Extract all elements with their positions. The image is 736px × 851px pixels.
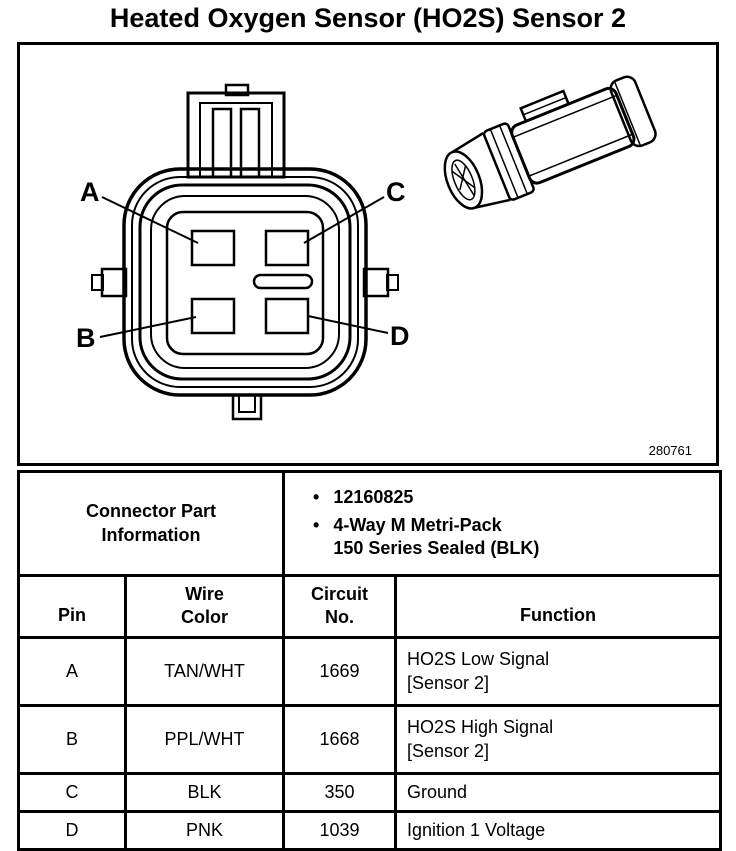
header-pin: Pin bbox=[17, 573, 127, 639]
connector-top-tower bbox=[186, 83, 286, 179]
part-number-text: 12160825 bbox=[333, 486, 414, 507]
pin-cell: D bbox=[17, 809, 127, 851]
pin-label-a: A bbox=[80, 177, 100, 207]
pin-cell: A bbox=[17, 635, 127, 707]
part-info-row: Connector Part Information • 12160825 • … bbox=[17, 469, 723, 577]
connector-side-view bbox=[443, 75, 657, 210]
connector-face-view bbox=[91, 83, 399, 420]
part-info-label: Connector Part Information bbox=[17, 469, 285, 577]
pin-row-a: A TAN/WHT 1669 HO2S Low Signal [Sensor 2… bbox=[17, 635, 723, 707]
pin-cavity-c bbox=[264, 229, 310, 266]
connector-type-text: 4-Way M Metri-Pack 150 Series Sealed (BL… bbox=[333, 515, 540, 559]
function-cell: HO2S Low Signal [Sensor 2] bbox=[393, 635, 723, 707]
circuit-cell: 1669 bbox=[282, 635, 397, 707]
circuit-cell: 1039 bbox=[282, 809, 397, 851]
figure-number: 280761 bbox=[649, 443, 692, 458]
connector-diagram: A C B D bbox=[76, 75, 692, 458]
wire-color-cell: BLK bbox=[124, 771, 285, 813]
table-header-row: Pin Wire Color Circuit No. Function bbox=[17, 573, 723, 639]
connector-type-item: • 4-Way M Metri-Pack 150 Series Sealed (… bbox=[313, 514, 713, 561]
function-cell: Ground bbox=[393, 771, 723, 813]
header-function: Function bbox=[393, 573, 723, 639]
wire-color-cell: TAN/WHT bbox=[124, 635, 285, 707]
pin-row-d: D PNK 1039 Ignition 1 Voltage bbox=[17, 809, 723, 851]
header-circuit-no: Circuit No. bbox=[282, 573, 397, 639]
pin-leader-lines bbox=[99, 195, 389, 338]
pin-label-d: D bbox=[390, 321, 410, 351]
part-number-item: • 12160825 bbox=[313, 486, 713, 509]
wire-color-cell: PNK bbox=[124, 809, 285, 851]
bullet-icon: • bbox=[313, 486, 320, 507]
index-key-slot bbox=[252, 273, 314, 289]
connector-diagram-box: A C B D bbox=[17, 41, 719, 466]
pin-cell: C bbox=[17, 771, 127, 813]
pin-cavity-d bbox=[264, 297, 310, 334]
pin-label-c: C bbox=[386, 177, 406, 207]
page-title: Heated Oxygen Sensor (HO2S) Sensor 2 bbox=[109, 3, 627, 33]
connector-pinout-table: Connector Part Information • 12160825 • … bbox=[17, 469, 723, 851]
pin-cavity-a bbox=[190, 229, 236, 266]
function-cell: HO2S High Signal [Sensor 2] bbox=[393, 703, 723, 775]
wire-color-cell: PPL/WHT bbox=[124, 703, 285, 775]
pin-label-b: B bbox=[76, 323, 96, 353]
connector-side-tabs bbox=[91, 267, 399, 420]
connector-face-outlines bbox=[122, 166, 368, 397]
pin-row-b: B PPL/WHT 1668 HO2S High Signal [Sensor … bbox=[17, 703, 723, 775]
pin-cell: B bbox=[17, 703, 127, 775]
bullet-icon: • bbox=[313, 515, 320, 536]
circuit-cell: 350 bbox=[282, 771, 397, 813]
part-info-details: • 12160825 • 4-Way M Metri-Pack 150 Seri… bbox=[281, 469, 723, 577]
function-cell: Ignition 1 Voltage bbox=[393, 809, 723, 851]
pin-cavity-b bbox=[190, 297, 236, 334]
header-wire-color: Wire Color bbox=[124, 573, 285, 639]
pin-row-c: C BLK 350 Ground bbox=[17, 771, 723, 813]
circuit-cell: 1668 bbox=[282, 703, 397, 775]
